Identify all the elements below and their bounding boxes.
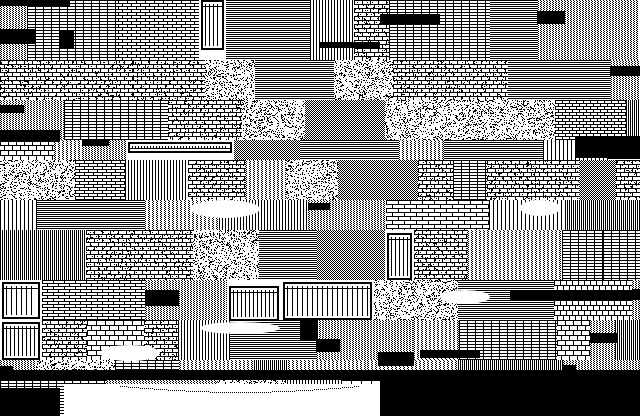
pixel-mosaic-canvas — [0, 0, 640, 416]
glitch-screen — [0, 0, 640, 416]
